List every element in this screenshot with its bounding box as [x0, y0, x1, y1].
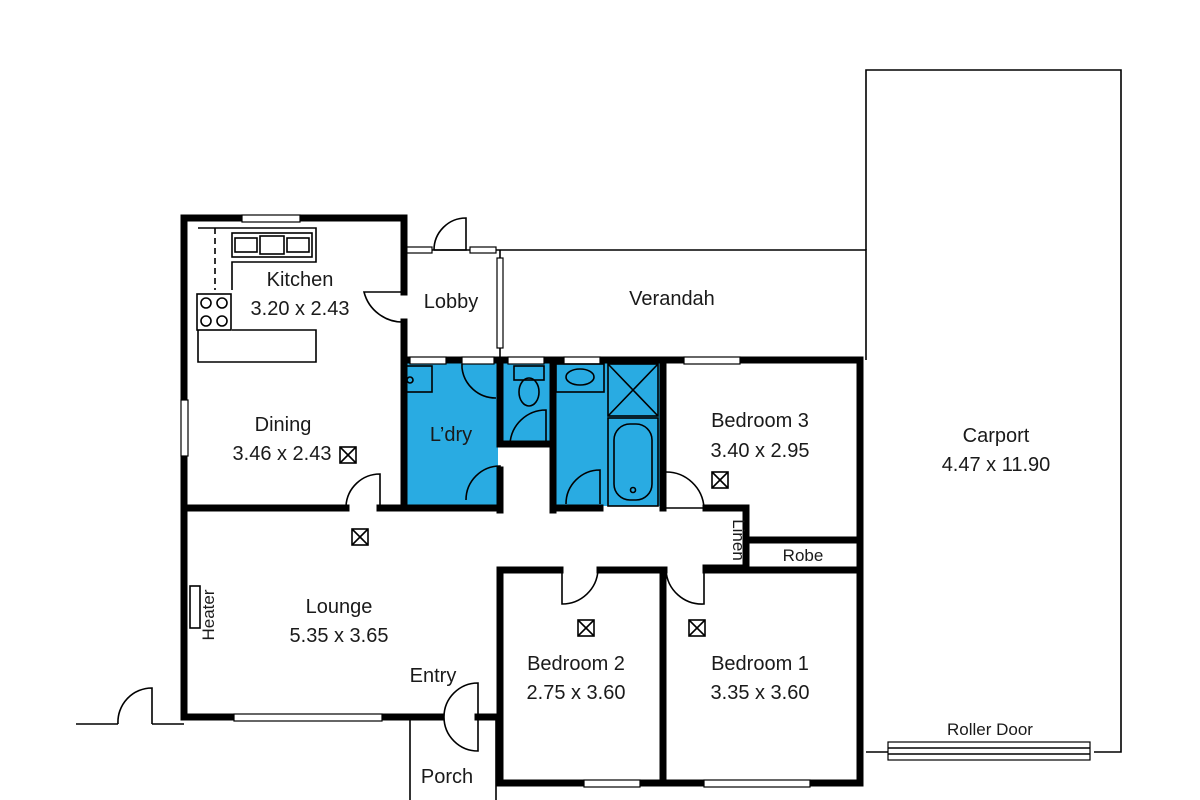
windows	[180, 214, 811, 788]
bathtub-inner	[613, 423, 653, 501]
bedroom3-label: Bedroom 3	[711, 410, 809, 432]
porch-outline	[409, 720, 497, 800]
light-icon	[688, 619, 706, 637]
laundry-area	[402, 362, 498, 506]
toilet-window	[507, 356, 545, 365]
bedroom2-door	[561, 569, 599, 605]
bedroom1-label: Bedroom 1	[711, 653, 809, 675]
bath-vanity	[555, 363, 605, 393]
light-icon	[351, 528, 369, 546]
bedroom1-door	[665, 569, 705, 605]
stove-burner-icon	[216, 315, 228, 327]
room-labels: Kitchen 3.20 x 2.43 Lobby Verandah Dinin…	[199, 269, 1050, 788]
entry-door-swing	[443, 716, 479, 752]
bedroom2-window	[583, 779, 641, 788]
laundry-label: L’dry	[430, 424, 472, 446]
entry-door	[443, 682, 479, 718]
bedroom3-window	[683, 356, 741, 365]
toilet-area	[502, 362, 550, 444]
stove-burner-icon	[216, 297, 228, 309]
heater-label: Heater	[199, 589, 218, 640]
laundry-window	[409, 356, 447, 365]
kitchen-dims: 3.20 x 2.43	[251, 298, 350, 320]
shower-cross-2	[607, 363, 659, 417]
verandah-window	[496, 257, 504, 349]
toilet-door	[509, 409, 547, 445]
carport-label: Carport	[963, 425, 1030, 447]
roller-door	[887, 741, 1091, 761]
lounge-dims: 5.35 x 3.65	[290, 625, 389, 647]
verandah-outline	[500, 249, 867, 360]
dining-window	[180, 399, 189, 457]
dining-label: Dining	[255, 414, 312, 436]
wet-areas	[402, 362, 660, 506]
laundry-tub-drain-icon	[406, 376, 414, 384]
light-icon	[577, 619, 595, 637]
dining-dims: 3.46 x 2.43	[233, 443, 332, 465]
laundry-door-bottom	[465, 465, 501, 501]
heater-box	[189, 585, 201, 629]
lounge-label: Lounge	[306, 596, 373, 618]
kitchen-sink	[231, 232, 313, 258]
lobby-window-top	[405, 246, 433, 254]
bedroom3-door	[665, 471, 705, 509]
verandah-label: Verandah	[629, 288, 715, 310]
sink-bowl-1	[259, 235, 285, 255]
lounge-window	[233, 713, 383, 722]
kitchen-fixtures	[196, 227, 317, 363]
lobby-window-top-2	[469, 246, 497, 254]
kitchen-bench-top	[198, 227, 317, 290]
kitchen-window	[241, 214, 301, 223]
bathtub	[607, 417, 659, 507]
doors	[76, 291, 705, 752]
porch-label: Porch	[421, 766, 473, 788]
carport-dims: 4.47 x 11.90	[942, 454, 1051, 476]
bedroom3-dims: 3.40 x 2.95	[711, 440, 810, 462]
linen-label: Linen	[729, 519, 748, 561]
wet-fixtures	[403, 363, 659, 507]
kitchen-bench-bottom	[197, 329, 317, 363]
toilet-cistern	[513, 365, 545, 381]
basin-icon	[565, 368, 595, 386]
carport-outline	[865, 69, 1122, 753]
bath-window	[563, 356, 601, 365]
robe-label: Robe	[783, 546, 824, 565]
light-icon	[711, 471, 729, 489]
side-gate	[117, 687, 153, 725]
stove-burner-icon	[200, 315, 212, 327]
bedroom2-walls	[496, 566, 564, 787]
light-icon	[339, 446, 357, 464]
dining-door	[345, 473, 381, 508]
outdoor-structures	[500, 69, 1122, 761]
bedroom1-dims: 3.35 x 3.60	[711, 682, 810, 704]
laundry-window-2	[461, 356, 495, 365]
sink-drain-1	[234, 237, 258, 253]
laundry-door-top	[461, 364, 497, 399]
bedroom1-window	[703, 779, 811, 788]
roller-door-label: Roller Door	[947, 720, 1033, 739]
shower	[607, 363, 659, 417]
kitchen-door	[362, 291, 405, 323]
ceiling-fittings	[339, 446, 729, 637]
bathtub-drain-icon	[629, 486, 637, 494]
lobby-label: Lobby	[424, 291, 479, 313]
bedroom2-label: Bedroom 2	[527, 653, 625, 675]
laundry-tub	[403, 365, 433, 393]
stove-burner-icon	[200, 297, 212, 309]
lobby-door	[433, 217, 467, 251]
lobby-walls	[404, 217, 504, 360]
sink-drain-2	[286, 237, 310, 253]
stove	[196, 293, 232, 331]
kitchen-label: Kitchen	[267, 269, 334, 291]
toilet-bowl-icon	[518, 377, 540, 407]
bedroom2-dims: 2.75 x 3.60	[527, 682, 626, 704]
entry-label: Entry	[410, 665, 457, 687]
bath-door	[565, 469, 601, 505]
